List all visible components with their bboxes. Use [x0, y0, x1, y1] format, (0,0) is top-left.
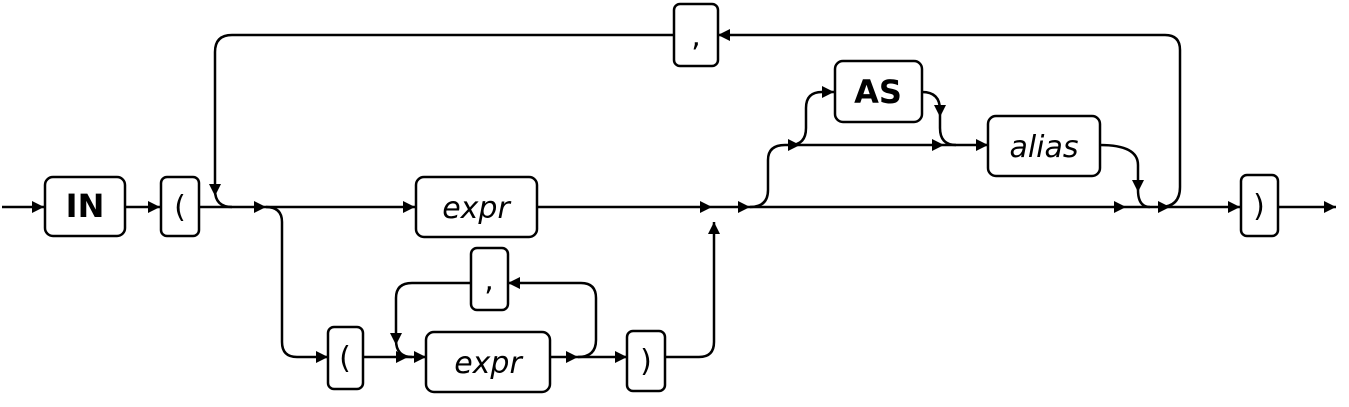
list-expr-label: expr — [454, 346, 523, 381]
alias-branch — [749, 86, 1151, 209]
node-comma-list: , — [469, 246, 510, 312]
as-keyword: AS — [854, 73, 902, 111]
main-track — [2, 201, 1336, 213]
list-branch — [265, 205, 720, 363]
node-expr-list: expr — [424, 330, 552, 394]
node-open-paren: ( — [159, 175, 201, 238]
alias-label: alias — [1009, 130, 1078, 165]
node-close-paren-list: ) — [625, 329, 667, 393]
node-close-paren: ) — [1239, 173, 1280, 238]
node-in: IN — [43, 175, 127, 238]
open-paren-symbol: ( — [174, 190, 186, 225]
node-open-paren-list: ( — [326, 325, 365, 391]
top-comma-symbol: , — [691, 19, 701, 54]
in-keyword: IN — [66, 187, 105, 225]
node-as: AS — [833, 59, 924, 124]
expr-label: expr — [442, 191, 511, 226]
node-alias: alias — [986, 114, 1102, 178]
list-comma-symbol: , — [484, 263, 494, 298]
top-repeat-loop — [209, 29, 1182, 209]
node-expr-single: expr — [414, 175, 539, 239]
node-comma-top: , — [672, 2, 720, 68]
list-open-paren-symbol: ( — [339, 341, 351, 376]
close-paren-symbol: ) — [1253, 189, 1265, 224]
list-close-paren-symbol: ) — [640, 344, 652, 379]
